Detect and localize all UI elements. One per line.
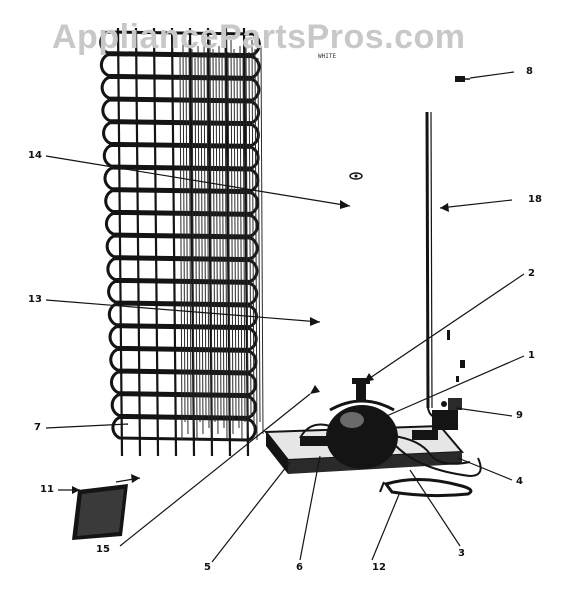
coil-tube-loop — [104, 211, 259, 238]
callout-2: 2 — [528, 268, 535, 279]
coil-shading — [236, 57, 240, 429]
callout-15: 15 — [96, 544, 110, 555]
coil-shading — [194, 57, 198, 441]
coil-shading — [203, 42, 207, 417]
coil-tube-loop — [102, 143, 260, 170]
coil-shading — [251, 39, 255, 429]
coil-shading — [212, 48, 216, 423]
coil-shading — [245, 42, 249, 435]
coil-shading — [239, 45, 243, 441]
callout-11: 11 — [40, 484, 54, 495]
coil-tube-loop — [111, 415, 257, 442]
coil-shading — [206, 51, 210, 429]
compressor-tubing — [299, 423, 482, 478]
coil-shading — [260, 45, 264, 435]
coil-shading — [188, 39, 192, 417]
callout-3: 3 — [458, 548, 465, 559]
capillary-tube — [425, 111, 446, 420]
relay-box — [432, 398, 462, 430]
callout-6: 6 — [296, 562, 303, 573]
coil-shading — [218, 45, 222, 417]
watermark: AppliancePartsPros.com — [52, 18, 466, 56]
coil-shading — [182, 42, 186, 423]
coil-shading — [185, 51, 189, 435]
coil-tube-loop — [107, 302, 258, 329]
coil-shading — [227, 51, 231, 423]
power-cord — [379, 477, 473, 498]
coil-shading — [224, 42, 228, 441]
coil-shading — [197, 45, 201, 423]
callout-9: 9 — [516, 410, 523, 421]
coil-shading — [191, 48, 195, 429]
coil-shading — [257, 57, 261, 423]
small-print: WHITE — [318, 53, 337, 60]
callout-8: 8 — [526, 66, 533, 77]
condenser-coil — [99, 27, 264, 457]
plate-11 — [72, 484, 128, 540]
callout-1: 1 — [528, 350, 535, 361]
small-part-8 — [455, 76, 470, 82]
coil-shading — [233, 48, 237, 417]
coil-shading — [200, 54, 204, 435]
coil-rod — [170, 27, 178, 457]
coil-shading — [248, 51, 252, 417]
coil-shading — [242, 54, 246, 423]
compressor — [326, 378, 398, 469]
coil-tube-loop — [108, 325, 258, 351]
coil-tube-loop — [99, 30, 261, 57]
coil-tube-loop — [109, 347, 258, 374]
coil-shading — [230, 39, 234, 435]
coil-tube-loop — [107, 279, 259, 306]
callout-14: 14 — [28, 150, 42, 161]
callout-12: 12 — [372, 562, 386, 573]
leader-lines — [45, 71, 525, 563]
callout-13: 13 — [28, 294, 42, 305]
coil-shading — [179, 54, 183, 441]
callout-18: 18 — [528, 194, 542, 205]
coil-shading — [254, 48, 258, 441]
tube-marks — [447, 330, 465, 382]
callout-7: 7 — [34, 422, 41, 433]
callout-4: 4 — [516, 476, 523, 487]
leader-arrows — [72, 200, 449, 494]
coil-tube-loop — [102, 121, 260, 147]
coil-shading — [215, 57, 219, 435]
coil-tube-loop — [106, 257, 259, 283]
coil-tube-loop — [109, 370, 258, 397]
clip-part — [349, 172, 363, 180]
callout-5: 5 — [204, 562, 211, 573]
coil-shading — [209, 39, 213, 441]
coil-tube-loop — [110, 393, 257, 419]
coil-shading — [221, 54, 225, 429]
